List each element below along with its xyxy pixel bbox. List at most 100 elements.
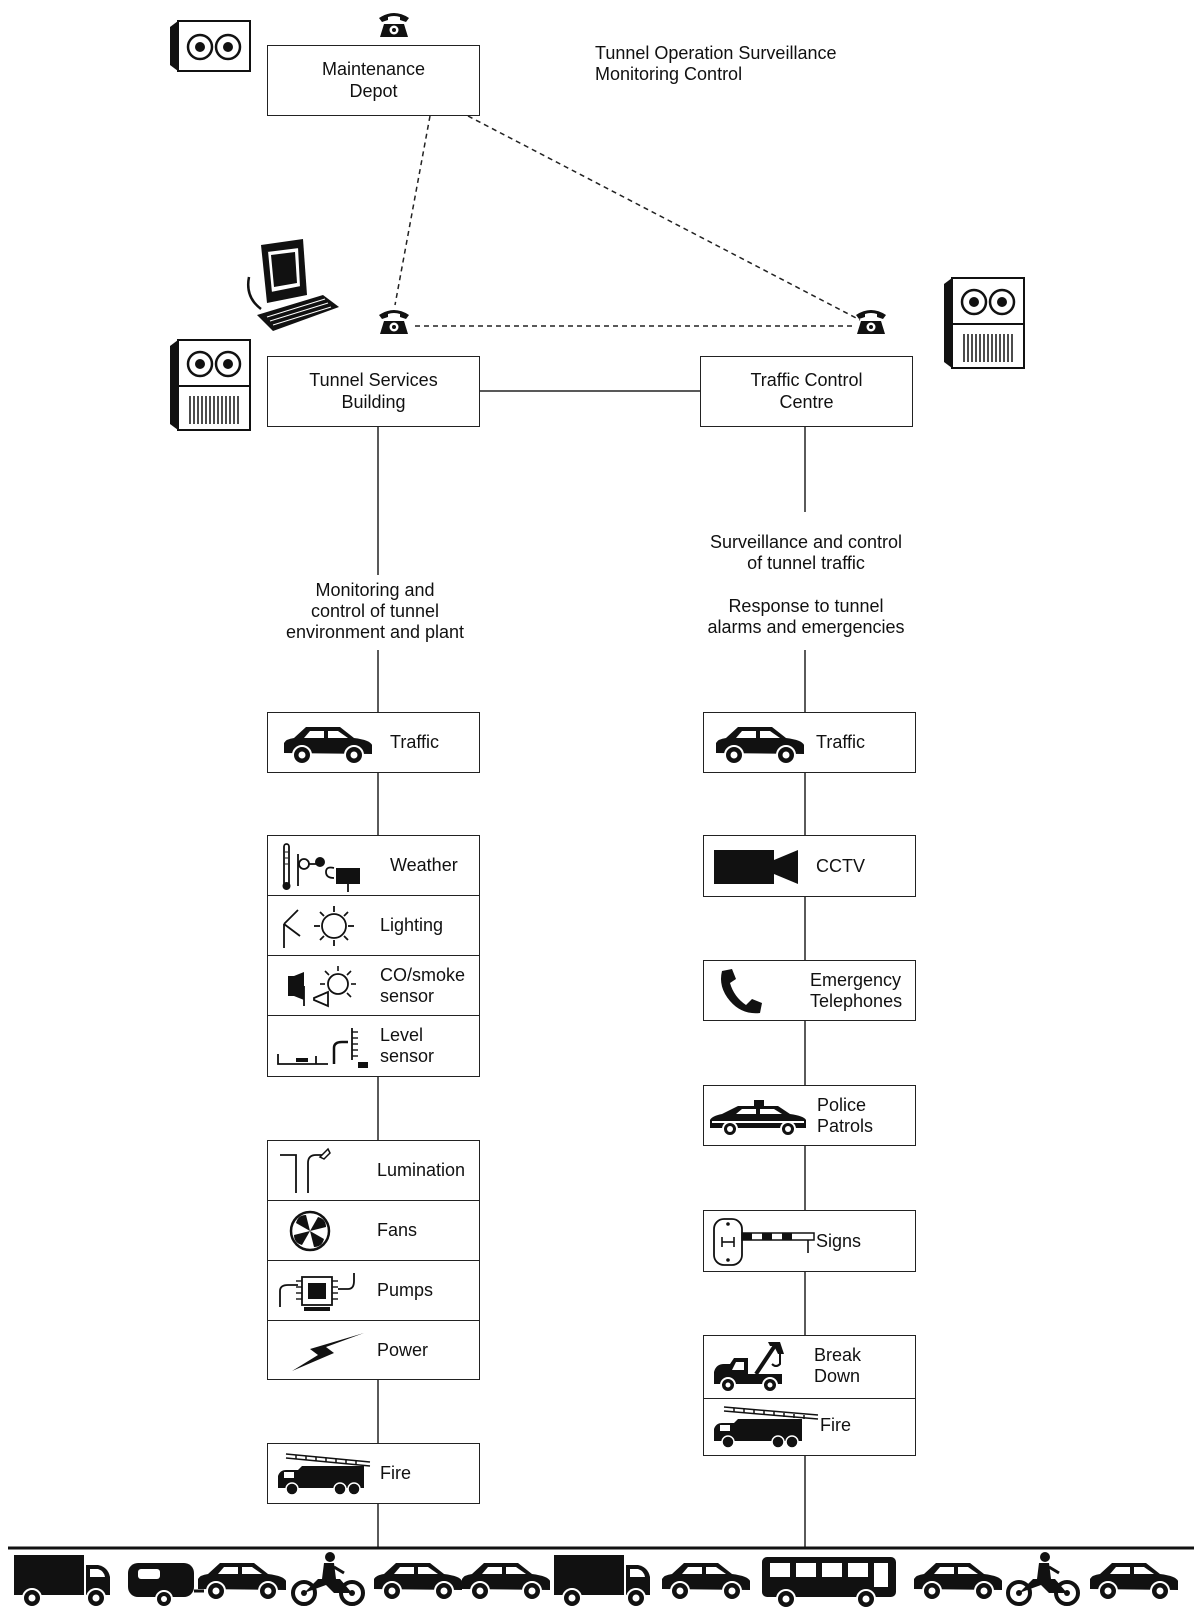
fans-cell: Fans [268, 1201, 479, 1261]
lighting-cell: Lighting [268, 896, 479, 956]
cctv-label: CCTV [816, 856, 865, 876]
left-description: Monitoring and control of tunnel environ… [265, 580, 485, 643]
left-traffic-label: Traffic [390, 732, 440, 752]
left-description-line-3: environment and plant [285, 622, 465, 642]
weather-cell: Weather [268, 836, 479, 896]
computer-terminal-icon [247, 239, 339, 331]
car-icon [1089, 1562, 1179, 1601]
cctv-camera-icon [714, 850, 798, 884]
level-sensor-label-line-1: Level [380, 1025, 424, 1045]
traffic-control-line-2: Centre [779, 392, 834, 412]
caravan-icon [126, 1561, 206, 1609]
level-sensor-label: Level sensor [380, 1025, 434, 1067]
breakdown-cell: Break Down [704, 1336, 915, 1399]
left-description-line-1: Monitoring and [315, 580, 435, 600]
maintenance-depot-line-2: Depot [349, 81, 398, 101]
right-description-a-line-2: of tunnel traffic [747, 553, 865, 573]
emergency-telephones-box: Emergency Telephones [703, 960, 916, 1021]
fire-engine-icon [278, 1453, 371, 1496]
left-fire-label: Fire [380, 1463, 411, 1483]
truck-icon [553, 1554, 651, 1608]
level-sensor-label-line-2: sensor [380, 1046, 435, 1066]
car-icon [461, 1562, 551, 1601]
weather-label: Weather [390, 855, 458, 876]
right-fire-cell: Fire [704, 1399, 915, 1455]
maintenance-depot-box: Maintenance Depot [267, 45, 480, 116]
truck-icon [13, 1554, 111, 1608]
power-label: Power [377, 1340, 429, 1360]
car-icon [661, 1562, 751, 1601]
car-icon [913, 1562, 1003, 1601]
fire-engine-icon [714, 1406, 819, 1449]
left-description-line-2: control of tunnel [310, 601, 440, 621]
cctv-box: CCTV [703, 835, 916, 897]
diagram-title: Tunnel Operation Surveillance Monitoring… [595, 43, 836, 85]
title-line-2: Monitoring Control [595, 64, 743, 84]
control-cabinet-icon [170, 339, 251, 431]
lamp-post-icon [280, 1147, 331, 1193]
right-description-response: Response to tunnel alarms and emergencie… [690, 596, 922, 638]
emergency-label-line-1: Emergency [810, 970, 902, 990]
title-line-1: Tunnel Operation Surveillance [595, 43, 837, 63]
co-smoke-label: CO/smoke sensor [380, 965, 465, 1007]
co-smoke-sensor-icon [288, 966, 356, 1008]
vehicle-row [13, 1550, 1179, 1609]
car-icon [284, 727, 372, 765]
police-patrols-label: Police Patrols [817, 1095, 873, 1137]
lighting-label-line-1: Lighting [380, 915, 444, 935]
emergency-label-line-2: Telephones [810, 991, 903, 1011]
police-label-line-2: Patrols [817, 1116, 874, 1136]
police-label-line-1: Police [817, 1095, 867, 1115]
telephone-icon [379, 310, 409, 334]
right-description-b-line-2: alarms and emergencies [707, 617, 905, 637]
tunnel-services-line-2: Building [341, 392, 406, 412]
police-car-icon [710, 1100, 806, 1137]
lumination-cell: Lumination [268, 1141, 479, 1201]
right-description-b-line-1: Response to tunnel [728, 596, 884, 616]
motorcycle-icon [1006, 1550, 1080, 1606]
traffic-control-line-1: Traffic Control [750, 370, 863, 390]
left-fire-box: Fire [267, 1443, 480, 1504]
light-sensor-icon [283, 906, 354, 948]
signs-label: Signs [816, 1231, 862, 1251]
speaker-unit-icon [170, 20, 251, 72]
breakdown-label: Break Down [814, 1345, 861, 1387]
weather-label-line-1: Weather [390, 855, 458, 875]
maintenance-depot-line-1: Maintenance [321, 59, 426, 79]
car-icon [197, 1562, 287, 1601]
tow-truck-icon [714, 1342, 784, 1393]
pump-icon [279, 1273, 355, 1311]
plant-group: Lumination Fans Pumps Power [267, 1140, 480, 1380]
pumps-label: Pumps [377, 1280, 434, 1300]
co-smoke-cell: CO/smoke sensor [268, 956, 479, 1016]
breakdown-fire-group: Break Down Fire [703, 1335, 916, 1456]
right-traffic-box: Traffic [703, 712, 916, 773]
right-traffic-label: Traffic [816, 732, 866, 752]
traffic-control-centre-box: Traffic Control Centre [700, 356, 913, 427]
level-sensor-icon [277, 1028, 368, 1068]
right-fire-label: Fire [820, 1415, 851, 1435]
barrier-sign-icon [713, 1218, 815, 1266]
motorcycle-icon [291, 1550, 365, 1606]
sensor-group: Weather Lighting [267, 835, 480, 1077]
level-sensor-cell: Level sensor [268, 1016, 479, 1076]
lumination-label: Lumination [377, 1160, 466, 1180]
tunnel-services-building-box: Tunnel Services Building [267, 356, 480, 427]
tunnel-services-line-1: Tunnel Services [309, 370, 438, 390]
car-icon [716, 727, 804, 765]
pumps-cell: Pumps [268, 1261, 479, 1321]
co-smoke-label-line-2: sensor [380, 986, 435, 1006]
left-traffic-box: Traffic [267, 712, 480, 773]
co-smoke-label-line-1: CO/smoke [380, 965, 466, 985]
car-icon [373, 1562, 463, 1601]
right-description-surveillance: Surveillance and control of tunnel traff… [690, 532, 922, 574]
telephone-icon [856, 310, 886, 334]
right-description-a-line-1: Surveillance and control [709, 532, 903, 552]
fans-label: Fans [377, 1220, 418, 1240]
breakdown-label-line-2: Down [814, 1366, 861, 1386]
emergency-telephones-label: Emergency Telephones [810, 970, 902, 1012]
lighting-label: Lighting [380, 915, 443, 936]
police-patrols-box: Police Patrols [703, 1085, 916, 1146]
weather-station-icon [282, 843, 360, 892]
